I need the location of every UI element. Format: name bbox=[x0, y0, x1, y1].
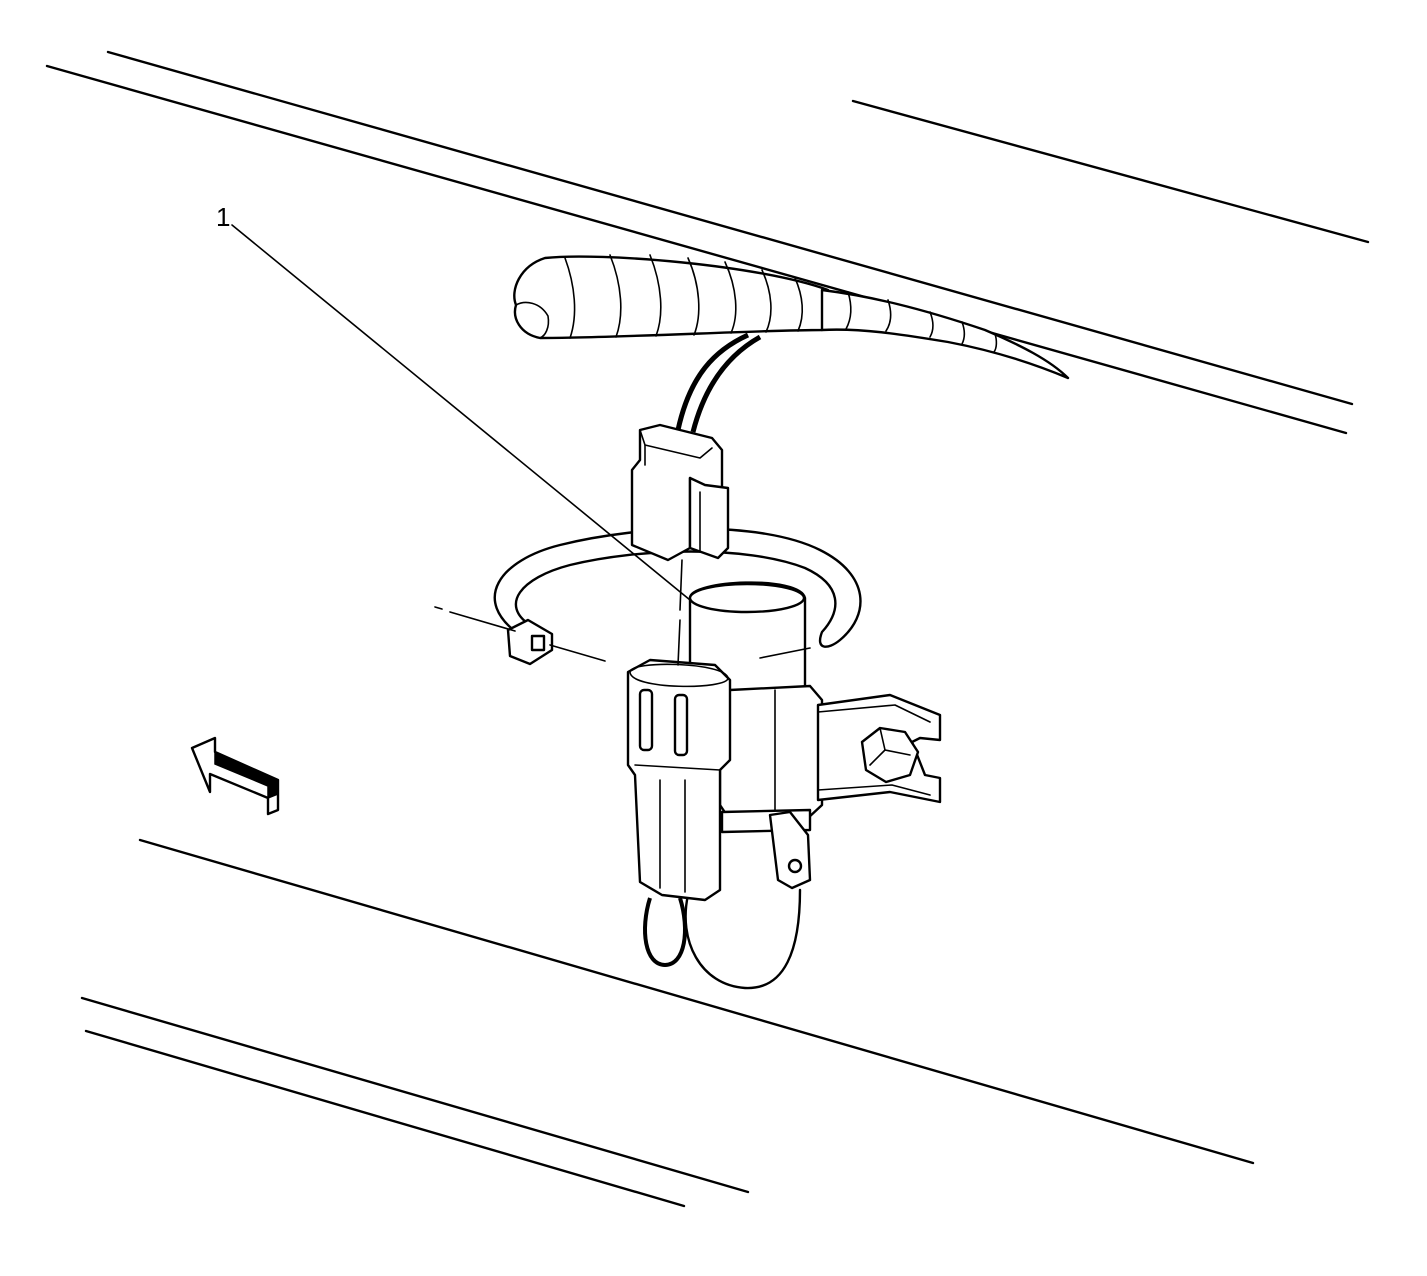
bracket-bolt-icon bbox=[860, 726, 920, 784]
connector-pigtail-wires bbox=[675, 332, 762, 433]
alignment-lines bbox=[434, 559, 683, 666]
wiring-harness bbox=[513, 254, 1070, 380]
sensor-body bbox=[684, 581, 824, 990]
forward-arrow-icon bbox=[190, 736, 280, 816]
callout-label-1: 1 bbox=[216, 202, 230, 232]
lower-sensor-connector bbox=[626, 658, 732, 968]
upper-harness-connector bbox=[630, 423, 730, 562]
retaining-strap bbox=[493, 527, 862, 666]
callout-1: 1 bbox=[216, 202, 691, 601]
frame-rail-lines bbox=[45, 50, 1370, 1208]
